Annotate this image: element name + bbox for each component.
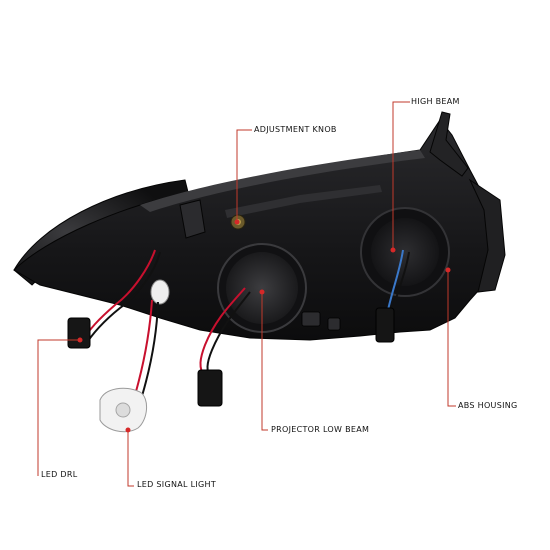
leader-led-signal (127, 430, 134, 487)
label-adjustment-knob: ADJUSTMENT KNOB (254, 125, 337, 134)
high-beam-harness (375, 249, 410, 343)
mounting-bracket (429, 111, 469, 177)
label-abs-housing: ABS HOUSING (458, 401, 518, 410)
callout-dots (77, 219, 451, 433)
leader-abs-housing (447, 270, 456, 407)
housing-connector (301, 311, 321, 327)
high-beam-cap (371, 218, 439, 286)
projector-wire-red (199, 287, 246, 379)
led-signal-assembly (99, 299, 159, 433)
label-high-beam: HIGH BEAM (411, 97, 460, 106)
projector-harness (197, 287, 251, 407)
signal-wire-red (134, 299, 153, 396)
drl-wire-black (83, 251, 161, 348)
label-led-signal-light: LED SIGNAL LIGHT (137, 480, 217, 489)
high-beam-connector (375, 307, 395, 343)
drl-bulb (150, 279, 170, 305)
dot-led-drl (77, 337, 83, 343)
drl-connector (67, 317, 91, 349)
side-flange (468, 178, 506, 293)
high-beam-wire-black (391, 251, 410, 313)
leader-projector (261, 292, 268, 431)
label-projector-low-beam: PROJECTOR LOW BEAM (271, 425, 370, 434)
housing-top-rim (140, 150, 425, 212)
high-beam-wire-blue (387, 249, 404, 311)
leader-high-beam (392, 101, 410, 248)
dot-led-signal (125, 427, 131, 433)
label-led-drl: LED DRL (41, 470, 78, 479)
dot-projector (259, 289, 265, 295)
projector-low-beam (217, 243, 307, 333)
housing-clip (327, 317, 341, 331)
left-mount-tab (179, 199, 206, 239)
signal-socket-hole (115, 402, 131, 418)
projector-cap (226, 252, 298, 324)
leader-led-drl (37, 339, 80, 476)
callout-lines (37, 101, 456, 487)
dot-abs-housing (445, 267, 451, 273)
signal-wire-black (141, 301, 159, 397)
projector-connector (197, 369, 223, 407)
high-beam (360, 207, 450, 297)
housing-rib (225, 185, 382, 218)
dot-high-beam (390, 247, 396, 253)
leader-adjustment-knob (236, 129, 252, 220)
dot-adjustment-knob (234, 219, 240, 225)
